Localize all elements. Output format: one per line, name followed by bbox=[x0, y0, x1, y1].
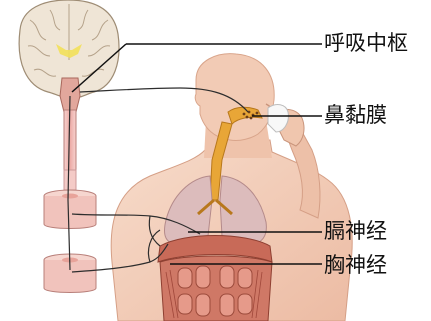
label-phrenic-nerve: 膈神经 bbox=[324, 219, 387, 243]
cord-section-upper bbox=[44, 190, 96, 229]
brain bbox=[19, 0, 119, 112]
label-respiratory-center: 呼吸中枢 bbox=[324, 31, 408, 55]
head bbox=[195, 54, 274, 141]
diaphragm-muscle bbox=[158, 236, 272, 321]
label-intercostal-nerve: 胸神经 bbox=[324, 253, 387, 277]
spinal-cord-lower bbox=[64, 170, 76, 190]
label-nasal-mucosa: 鼻黏膜 bbox=[324, 103, 387, 127]
